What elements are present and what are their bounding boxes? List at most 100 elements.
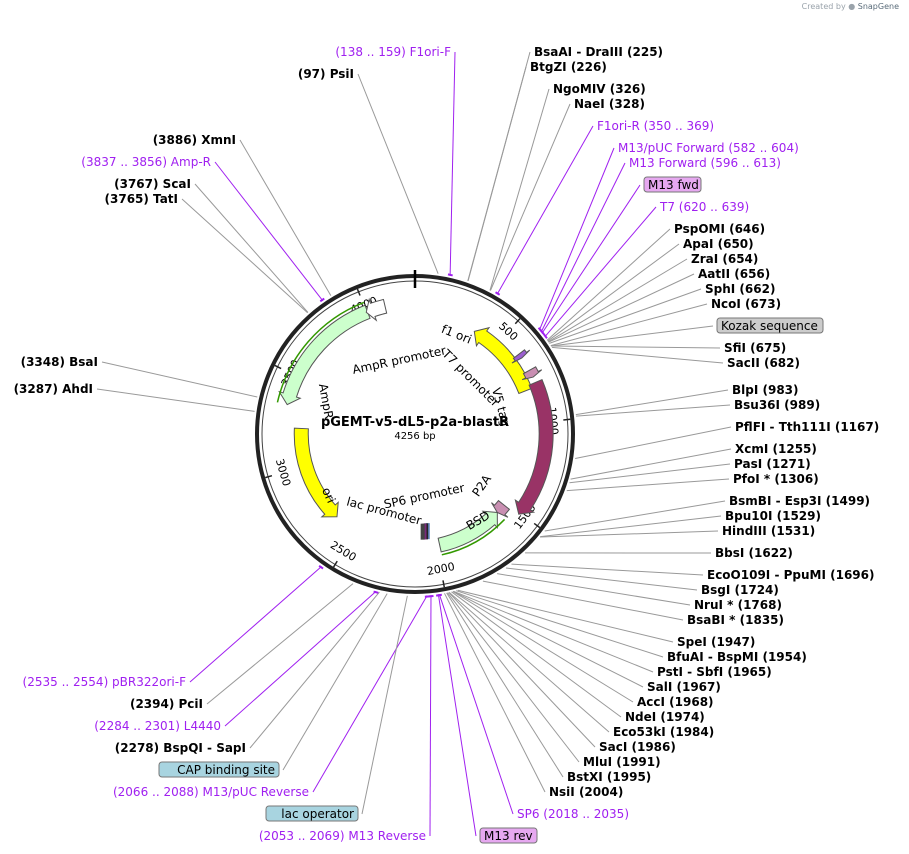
- enzyme-site-pfoi-1306[interactable]: PfoI * (1306): [733, 472, 819, 486]
- leader-line: [544, 206, 657, 338]
- leader-line: [224, 590, 377, 727]
- enzyme-site-ndei-1974[interactable]: NdeI (1974): [625, 710, 705, 724]
- feature-tag-lac-operator[interactable]: lac operator: [281, 807, 354, 821]
- enzyme-site-3287-ahdi[interactable]: (3287) AhdI: [14, 382, 93, 396]
- primer-site-2284-2301-l4440[interactable]: (2284 .. 2301) L4440: [94, 719, 221, 733]
- enzyme-site-sali-1967[interactable]: SalI (1967): [647, 680, 721, 694]
- primer-marker: [319, 297, 325, 303]
- feature-tag-m13-fwd[interactable]: M13 fwd: [648, 178, 699, 192]
- enzyme-site-nsii-2004[interactable]: NsiI (2004): [549, 785, 623, 799]
- enzyme-site-sacii-682[interactable]: SacII (682): [727, 356, 800, 370]
- feature-tag-kozak-sequence[interactable]: Kozak sequence: [721, 319, 818, 333]
- feature-f1-ori[interactable]: [473, 326, 533, 395]
- leader-line: [438, 594, 514, 815]
- feature-label-p2a: P2A: [469, 472, 494, 500]
- enzyme-site-bsabi-1835[interactable]: BsaBI * (1835): [687, 613, 784, 627]
- enzyme-site-naei-328[interactable]: NaeI (328): [574, 97, 645, 111]
- enzyme-site-2278-bspqi-sapi[interactable]: (2278) BspQI - SapI: [115, 741, 246, 755]
- enzyme-site-apai-650[interactable]: ApaI (650): [683, 237, 754, 251]
- enzyme-site-sfii-675[interactable]: SfiI (675): [724, 341, 786, 355]
- enzyme-site-spei-1947[interactable]: SpeI (1947): [677, 635, 755, 649]
- enzyme-site-blpi-983[interactable]: BlpI (983): [732, 383, 799, 397]
- tick-mark: [533, 522, 541, 529]
- primer-site-f1ori-r-350-369[interactable]: F1ori-R (350 .. 369): [597, 119, 714, 133]
- enzyme-site-97-psii[interactable]: (97) PsiI: [298, 67, 354, 81]
- leader-line: [505, 567, 698, 591]
- leader-line: [447, 592, 580, 763]
- leader-line: [451, 591, 622, 718]
- enzyme-site-3348-bsai[interactable]: (3348) BsaI: [21, 355, 98, 369]
- feature-bsd[interactable]: [437, 510, 498, 553]
- primer-site-3837-3856-amp-r[interactable]: (3837 .. 3856) Amp-R: [81, 155, 211, 169]
- primer-site-138-159-f1ori-f[interactable]: (138 .. 159) F1ori-F: [335, 45, 451, 59]
- enzyme-site-xcmi-1255[interactable]: XcmI (1255): [735, 442, 817, 456]
- leader-line: [550, 325, 714, 347]
- enzyme-site-nrui-1768[interactable]: NruI * (1768): [694, 598, 782, 612]
- enzyme-site-sphi-662[interactable]: SphI (662): [705, 282, 775, 296]
- leader-line: [482, 580, 684, 621]
- leader-line: [539, 530, 719, 538]
- tick-label: 3000: [273, 457, 293, 488]
- primer-marker: [373, 590, 379, 594]
- enzyme-site-zrai-654[interactable]: ZraI (654): [691, 252, 758, 266]
- feature-ampr-promoter[interactable]: [365, 297, 388, 322]
- leader-line: [101, 361, 258, 398]
- enzyme-site-ncoi-673[interactable]: NcoI (673): [711, 297, 781, 311]
- leader-line: [361, 595, 408, 815]
- feature-v5-tag[interactable]: [521, 366, 543, 381]
- enzyme-site-ngomiv-326[interactable]: NgoMIV (326): [553, 82, 646, 96]
- enzyme-site-saci-1986[interactable]: SacI (1986): [599, 740, 676, 754]
- enzyme-site-2394-pcii[interactable]: (2394) PciI: [130, 697, 203, 711]
- feature-box-lac-operator[interactable]: [265, 805, 359, 822]
- tick-label: 2000: [426, 560, 456, 578]
- enzyme-site-3765-tati[interactable]: (3765) TatI: [105, 192, 178, 206]
- feature-ampr[interactable]: [278, 304, 371, 406]
- feature-tag-cap-binding-site[interactable]: CAP binding site: [177, 763, 275, 777]
- enzyme-site-bsmbi-esp3i-1499[interactable]: BsmBI - Esp3I (1499): [729, 494, 870, 508]
- enzyme-site-3767-scai[interactable]: (3767) ScaI: [114, 177, 191, 191]
- primer-site-sp6-2018-2035[interactable]: SP6 (2018 .. 2035): [517, 807, 629, 821]
- feature-box-cap-binding-site[interactable]: [158, 761, 280, 778]
- primer-marker: [495, 291, 501, 296]
- leader-line: [448, 592, 596, 748]
- feature-fap-2[interactable]: [514, 378, 554, 515]
- feature-t7-promoter[interactable]: [511, 349, 531, 364]
- leader-line: [497, 573, 691, 606]
- enzyme-site-bstxi-1995[interactable]: BstXI (1995): [567, 770, 651, 784]
- enzyme-site-acci-1968[interactable]: AccI (1968): [637, 695, 714, 709]
- primer-site-m13-forward-596-613[interactable]: M13 Forward (596 .. 613): [629, 156, 781, 170]
- feature-label-ampr: AmpR: [316, 382, 336, 420]
- feature-ori[interactable]: [293, 427, 339, 518]
- feature-box-m13-fwd[interactable]: [643, 176, 702, 193]
- enzyme-site-pflfi-tth111i-1167[interactable]: PflFI - Tth111I (1167): [735, 420, 879, 434]
- primer-site-2053-2069-m13-reverse[interactable]: (2053 .. 2069) M13 Reverse: [259, 829, 426, 843]
- enzyme-site-ecoo109i-ppumi-1696[interactable]: EcoO109I - PpuMI (1696): [707, 568, 874, 582]
- primer-site-2066-2088-m13-puc-reverse[interactable]: (2066 .. 2088) M13/pUC Reverse: [113, 785, 309, 799]
- primer-marker: [447, 273, 453, 277]
- credit-prefix: Created by: [801, 2, 846, 11]
- enzyme-site-pspomi-646[interactable]: PspOMI (646): [674, 222, 765, 236]
- enzyme-site-3886-xmni[interactable]: (3886) XmnI: [153, 133, 236, 147]
- enzyme-site-psti-sbfi-1965[interactable]: PstI - SbfI (1965): [657, 665, 772, 679]
- enzyme-site-mlui-1991[interactable]: MluI (1991): [583, 755, 661, 769]
- enzyme-site-hindiii-1531[interactable]: HindIII (1531): [722, 524, 815, 538]
- enzyme-site-bsu36i-989[interactable]: Bsu36I (989): [734, 398, 820, 412]
- feature-p2a[interactable]: [491, 499, 511, 518]
- enzyme-site-bsaai-draiii-225[interactable]: BsaAI - DraIII (225): [534, 45, 663, 59]
- enzyme-site-bsgi-1724[interactable]: BsgI (1724): [701, 583, 779, 597]
- primer-site-2535-2554-pbr322ori-f[interactable]: (2535 .. 2554) pBR322ori-F: [23, 675, 187, 689]
- primer-site-t7-620-639[interactable]: T7 (620 .. 639): [659, 200, 749, 214]
- feature-box-m13-rev[interactable]: [479, 827, 538, 844]
- enzyme-site-bpu10i-1529[interactable]: Bpu10I (1529): [725, 509, 821, 523]
- enzyme-site-eco53ki-1984[interactable]: Eco53kI (1984): [613, 725, 714, 739]
- enzyme-site-aatii-656[interactable]: AatII (656): [698, 267, 770, 281]
- enzyme-site-bbsi-1622[interactable]: BbsI (1622): [715, 546, 793, 560]
- enzyme-site-btgzi-226[interactable]: BtgZI (226): [530, 60, 607, 74]
- primer-site-m13-puc-forward-582-604[interactable]: M13/pUC Forward (582 .. 604): [618, 141, 799, 155]
- feature-box-kozak-sequence[interactable]: [716, 317, 824, 334]
- leader-line: [548, 273, 695, 343]
- feature-tag-m13-rev[interactable]: M13 rev: [484, 829, 533, 843]
- enzyme-site-pasi-1271[interactable]: PasI (1271): [734, 457, 811, 471]
- leader-line: [549, 288, 702, 344]
- enzyme-site-bfuai-bspmi-1954[interactable]: BfuAI - BspMI (1954): [667, 650, 807, 664]
